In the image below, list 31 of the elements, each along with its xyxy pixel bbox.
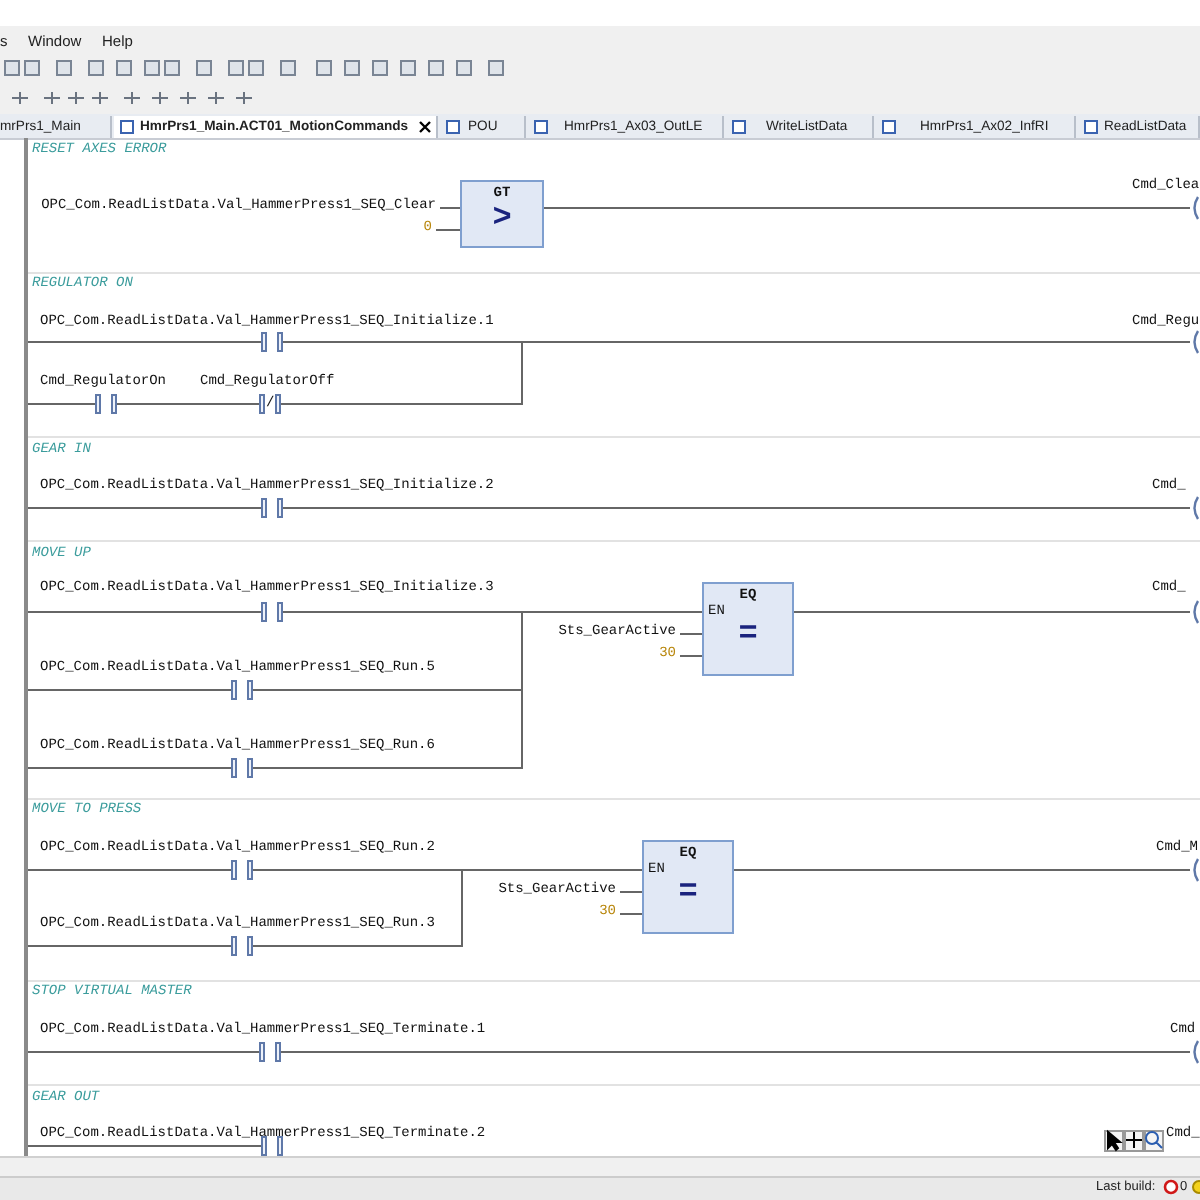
operator-symbol: = xyxy=(736,617,760,649)
wire xyxy=(27,611,263,613)
wire xyxy=(27,767,233,769)
wire xyxy=(251,869,643,947)
wire xyxy=(115,403,261,405)
wire xyxy=(679,633,703,635)
wire xyxy=(27,945,233,947)
operator-symbol: = xyxy=(676,875,700,907)
wire xyxy=(251,611,703,769)
wire xyxy=(27,507,263,509)
function-block xyxy=(642,840,734,934)
wire xyxy=(619,913,643,915)
wire xyxy=(679,655,703,657)
wire xyxy=(435,229,461,231)
wire xyxy=(543,207,1191,209)
wire xyxy=(27,403,97,405)
function-block xyxy=(460,180,544,248)
wire xyxy=(281,507,1191,509)
wire xyxy=(27,1051,261,1053)
wire xyxy=(27,869,233,871)
wire xyxy=(793,611,1191,613)
wire xyxy=(619,891,643,893)
wire xyxy=(27,1145,263,1147)
function-block xyxy=(702,582,794,676)
wire xyxy=(733,869,1191,871)
wire xyxy=(439,207,461,209)
wire xyxy=(279,1051,1191,1053)
wire xyxy=(27,341,263,343)
wire xyxy=(27,689,233,691)
wire xyxy=(279,341,1191,405)
operator-symbol: > xyxy=(490,202,514,234)
